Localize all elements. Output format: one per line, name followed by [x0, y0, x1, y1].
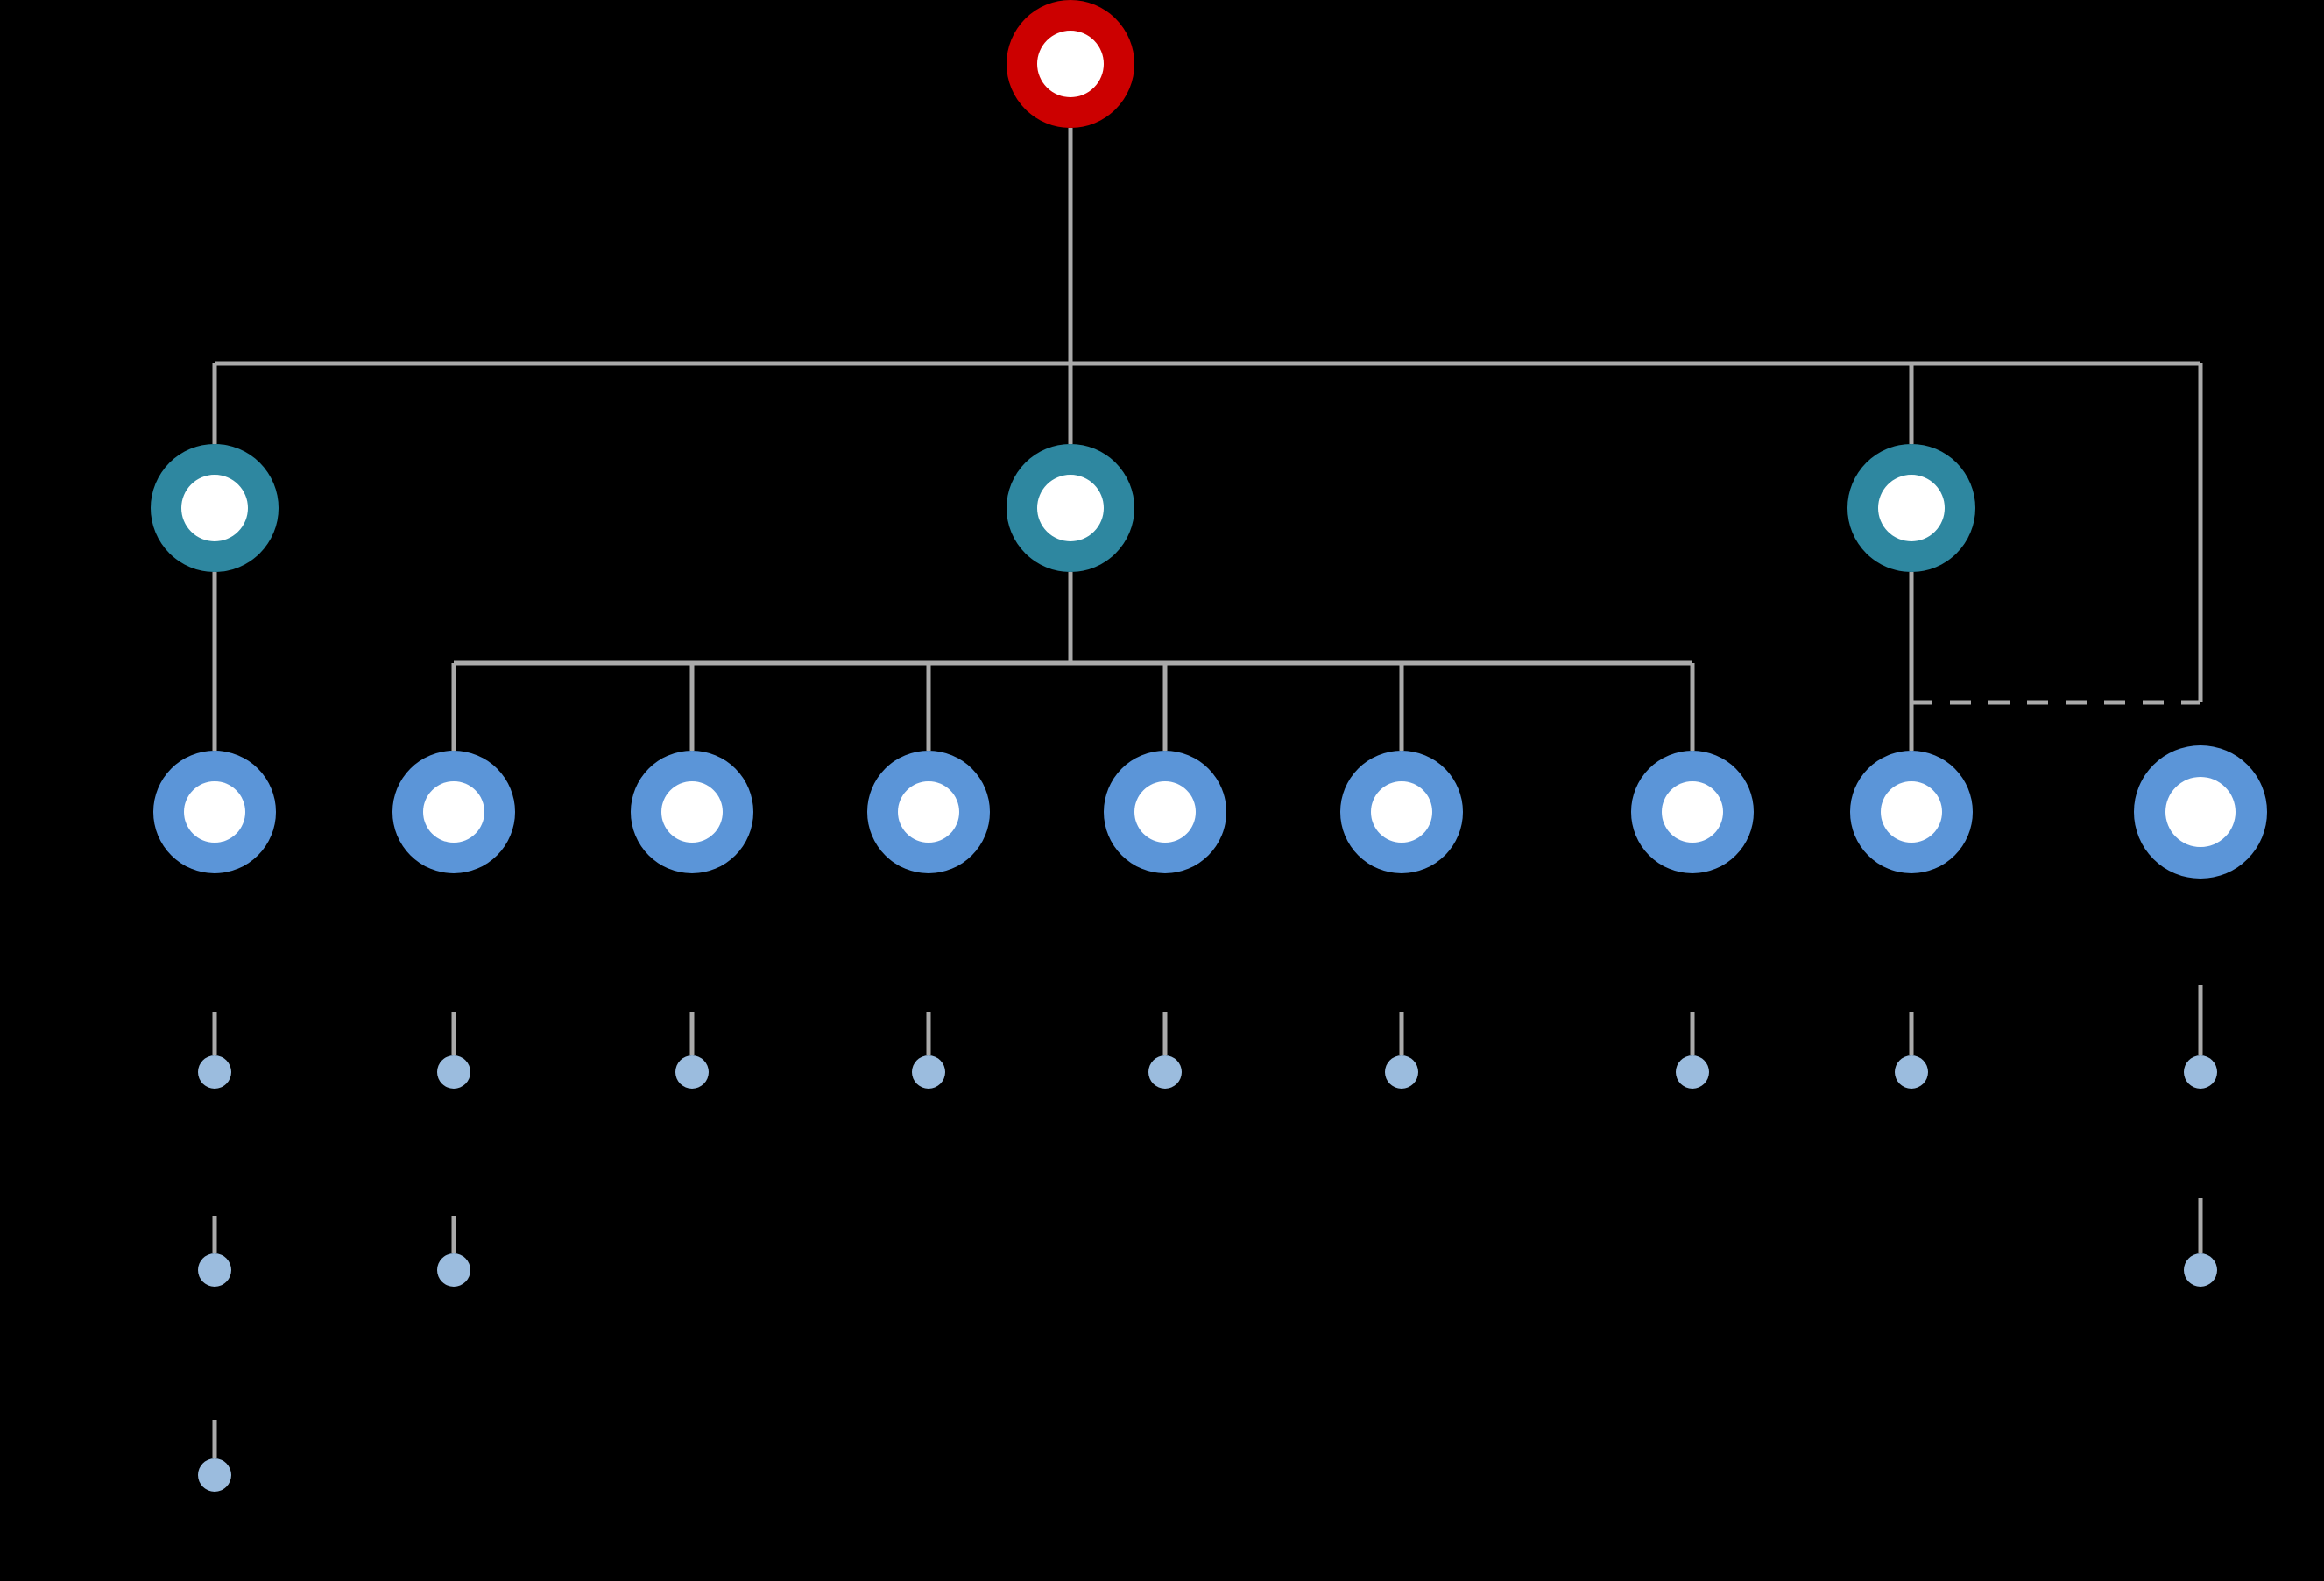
level-4-dot-3[interactable]	[675, 1055, 709, 1089]
level-2-node-2[interactable]	[1007, 444, 1134, 572]
level-4-dot-9[interactable]	[2184, 1055, 2217, 1089]
level-3-node-6[interactable]	[1340, 751, 1463, 873]
level-3-node-1[interactable]	[153, 751, 276, 873]
level-3-node-core-8	[1881, 781, 1942, 843]
level-3-node-core-4	[898, 781, 959, 843]
level-3-node-core-7	[1662, 781, 1723, 843]
level-3-node-core-2	[423, 781, 484, 843]
level-3-node-core-3	[661, 781, 723, 843]
node-layer	[151, 0, 2267, 1492]
level-3-node-2[interactable]	[392, 751, 515, 873]
level-4-dot-4[interactable]	[912, 1055, 945, 1089]
level-3-node-core-9	[2165, 777, 2236, 847]
level-2-node-1[interactable]	[151, 444, 279, 572]
level-3-node-9[interactable]	[2134, 745, 2267, 879]
root-level-node-1[interactable]	[1007, 0, 1134, 128]
level-6-dot-1[interactable]	[198, 1458, 231, 1492]
level-3-node-core-5	[1134, 781, 1196, 843]
level-4-dot-2[interactable]	[437, 1055, 470, 1089]
level-2-node-core-1	[181, 475, 248, 541]
level-3-node-core-1	[184, 781, 245, 843]
level-5-dot-2[interactable]	[437, 1253, 470, 1287]
level-3-node-8[interactable]	[1850, 751, 1973, 873]
level-4-dot-8[interactable]	[1895, 1055, 1928, 1089]
level-2-node-core-2	[1037, 475, 1104, 541]
level-4-dot-5[interactable]	[1148, 1055, 1182, 1089]
root-level-node-core-1	[1037, 31, 1104, 97]
level-5-dot-1[interactable]	[198, 1253, 231, 1287]
level-4-dot-1[interactable]	[198, 1055, 231, 1089]
level-3-node-5[interactable]	[1104, 751, 1226, 873]
level-2-node-3[interactable]	[1847, 444, 1975, 572]
level-4-dot-6[interactable]	[1385, 1055, 1418, 1089]
level-3-node-core-6	[1371, 781, 1432, 843]
level-3-node-4[interactable]	[867, 751, 990, 873]
edge-layer	[212, 128, 2203, 1458]
level-3-node-3[interactable]	[631, 751, 753, 873]
level-3-node-7[interactable]	[1631, 751, 1754, 873]
level-5-dot-3[interactable]	[2184, 1253, 2217, 1287]
level-4-dot-7[interactable]	[1676, 1055, 1709, 1089]
level-2-node-core-3	[1878, 475, 1945, 541]
